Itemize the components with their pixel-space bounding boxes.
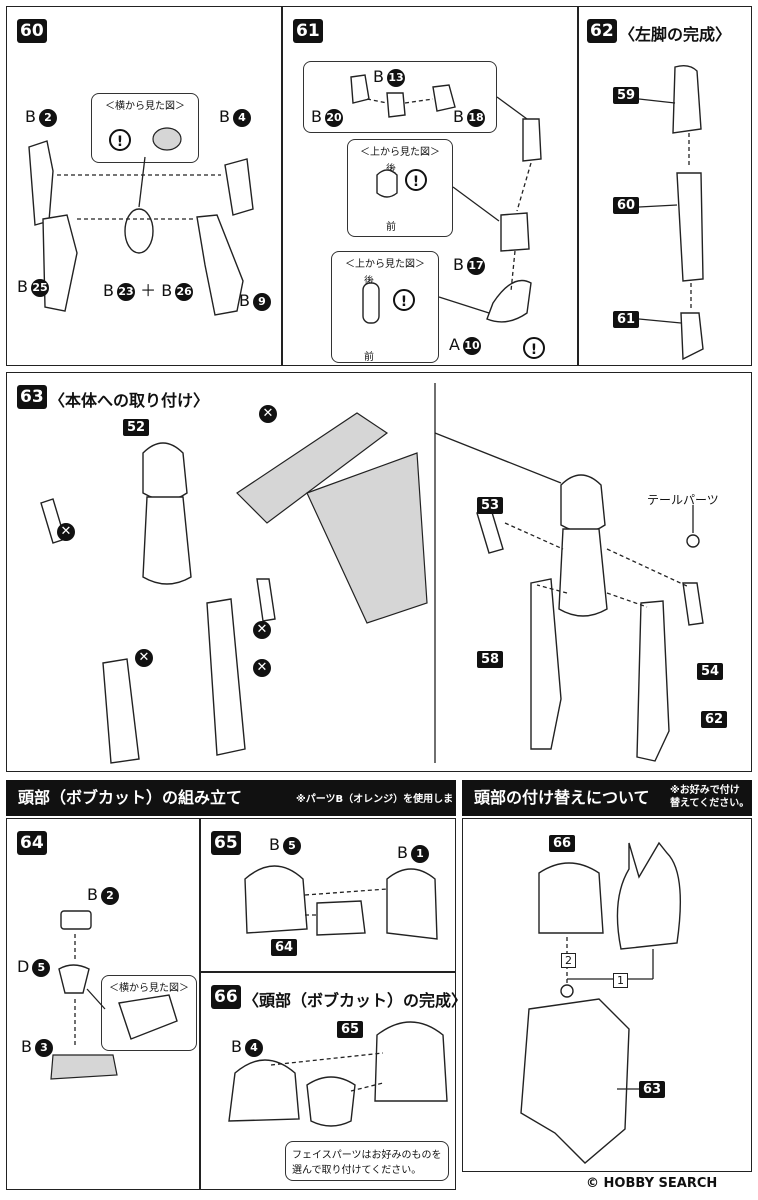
head-assembly-title: 頭部（ボブカット）の組み立て [18, 788, 243, 807]
step-61-number: 61 [293, 19, 323, 43]
head-swap-title: 頭部の付け替えについて [474, 788, 650, 807]
not-used-icon: ✕ [135, 649, 153, 667]
head-swap-note: ※お好みで付け 替えてください。 [670, 780, 749, 810]
not-used-icon: ✕ [253, 621, 271, 639]
step-63-panel: 63 〈本体への取り付け〉 ✕ ✕ ✕ ✕ ✕ 52 53 58 54 62 テ… [6, 372, 752, 772]
part-59: 59 [613, 87, 640, 104]
callout-title: ＜横から見た図＞ [109, 983, 189, 994]
step-61-drawing [350, 74, 542, 324]
head-swap-drawing [520, 841, 681, 1164]
part-66: 66 [549, 835, 576, 852]
caution-icon: ! [405, 169, 427, 191]
not-used-icon: ✕ [259, 405, 277, 423]
part-54: 54 [697, 663, 724, 680]
copyright-symbol: © [586, 1176, 599, 1191]
face-note-line-2: 選んで取り付けてください。 [292, 1165, 422, 1176]
back-label-2: 後 [364, 276, 374, 287]
swap-step-1: 1 [613, 973, 628, 988]
step-63-title: 〈本体への取り付け〉 [49, 391, 210, 410]
hobbysearch-watermark: © HOBBY SEARCH [586, 1176, 717, 1191]
top-view-callout-1: ＜上から見た図＞ 後 前 [347, 139, 453, 237]
callout-top-title-2: ＜上から見た図＞ [345, 259, 425, 270]
back-label-1: 後 [386, 164, 396, 175]
not-used-icon: ✕ [57, 523, 75, 541]
tail-parts-label: テールパーツ [647, 493, 719, 507]
step-66-drawing [228, 1021, 448, 1127]
step-62-drawing [638, 64, 704, 361]
face-parts-note: フェイスパーツはお好みのものを 選んで取り付けてください。 [285, 1141, 449, 1181]
step-65-number: 65 [211, 831, 241, 855]
step-64-drawing [50, 910, 178, 1080]
callout-title: ＜横から見た図＞ [105, 101, 185, 112]
step-65-drawing [244, 865, 438, 940]
top-view-callout-2: ＜上から見た図＞ 後 前 [331, 251, 439, 363]
head-swap-header: 頭部の付け替えについて ※お好みで付け 替えてください。 [462, 780, 752, 816]
head-swap-note-line-1: ※お好みで付け [670, 785, 740, 796]
head-swap-note-line-2: 替えてください。 [670, 798, 750, 809]
caution-icon: ! [109, 129, 131, 151]
head-swap-panel: 66 63 2 1 [462, 818, 752, 1172]
face-note-line-1: フェイスパーツはお好みのものを [292, 1150, 442, 1161]
side-view-callout: ＜横から見た図＞ [101, 975, 197, 1051]
swap-step-2: 2 [561, 953, 576, 968]
caution-icon: ! [523, 337, 545, 359]
step-66-number: 66 [211, 985, 241, 1009]
part-64: 64 [271, 939, 298, 956]
step-62-title: 〈左脚の完成〉 [619, 25, 732, 44]
front-label-1: 前 [386, 222, 396, 233]
part-65: 65 [337, 1021, 364, 1038]
part-58: 58 [477, 651, 504, 668]
part-63: 63 [639, 1081, 666, 1098]
part-52: 52 [123, 419, 150, 436]
step-60-number: 60 [17, 19, 47, 43]
part-61: 61 [613, 311, 640, 328]
step-63-drawing [40, 383, 704, 764]
step-62-panel: 62 〈左脚の完成〉 59 60 61 [578, 6, 752, 366]
part-53: 53 [477, 497, 504, 514]
not-used-icon: ✕ [253, 659, 271, 677]
part-62: 62 [701, 711, 728, 728]
step-62-number: 62 [587, 19, 617, 43]
head-assembly-header: 頭部（ボブカット）の組み立て ※パーツB（オレンジ）を使用します。 [6, 780, 456, 841]
step-64-number: 64 [17, 831, 47, 855]
callout-top-title-1: ＜上から見た図＞ [360, 147, 440, 158]
step-63-number: 63 [17, 385, 47, 409]
caution-icon: ! [393, 289, 415, 311]
step-60-drawing [28, 127, 254, 316]
step-66-title: 〈頭部（ボブカット）の完成〉 [243, 991, 468, 1010]
side-view-callout: ＜横から見た図＞ [91, 93, 199, 163]
front-label-2: 前 [364, 352, 374, 363]
part-60: 60 [613, 197, 640, 214]
brand-name: HOBBY SEARCH [603, 1176, 718, 1191]
